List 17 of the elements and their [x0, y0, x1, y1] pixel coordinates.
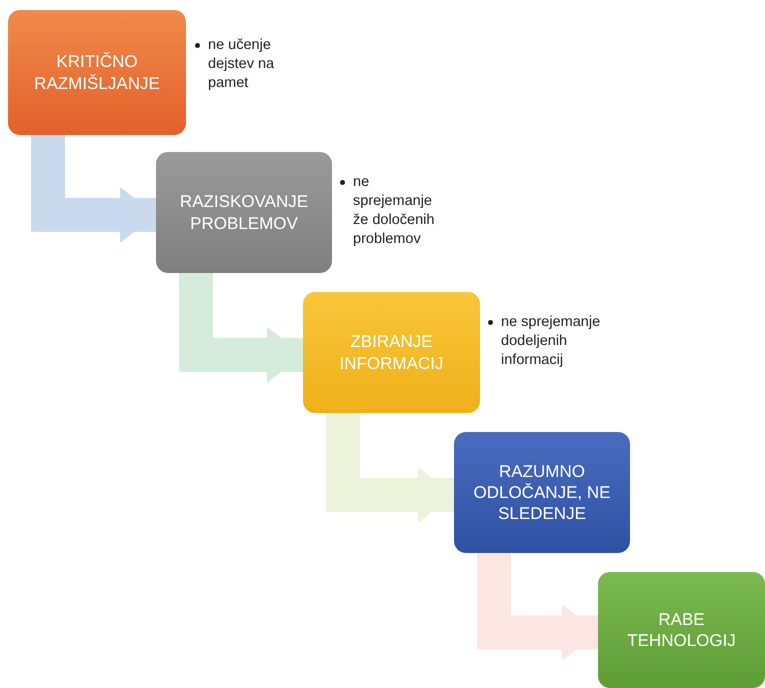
process-box — [156, 152, 332, 273]
step-label: RABE TEHNOLOGIJ — [626, 608, 737, 652]
step-label: ZBIRANJE INFORMACIJ — [338, 331, 444, 374]
bullet-note: ne učenje dejstev na pamet — [208, 36, 276, 93]
arrow — [477, 553, 598, 660]
step-label: KRITIČNO RAZMIŠLJANJE — [33, 51, 161, 94]
step-label: RAZUMNO ODLOČANJE, NE SLEDENJE — [472, 460, 612, 524]
arrow — [31, 135, 156, 243]
process-box — [8, 10, 186, 135]
arrow — [326, 413, 454, 523]
bullet-note: ne sprejemanje že določenih problemov — [353, 173, 436, 248]
process-box — [454, 432, 630, 553]
process-box — [303, 292, 480, 413]
step-label: RAZISKOVANJE PROBLEMOV — [178, 191, 310, 234]
process-box — [598, 572, 765, 688]
bullet-note: ne sprejemanje dodeljenih informacij — [501, 313, 602, 370]
arrow — [179, 273, 303, 383]
